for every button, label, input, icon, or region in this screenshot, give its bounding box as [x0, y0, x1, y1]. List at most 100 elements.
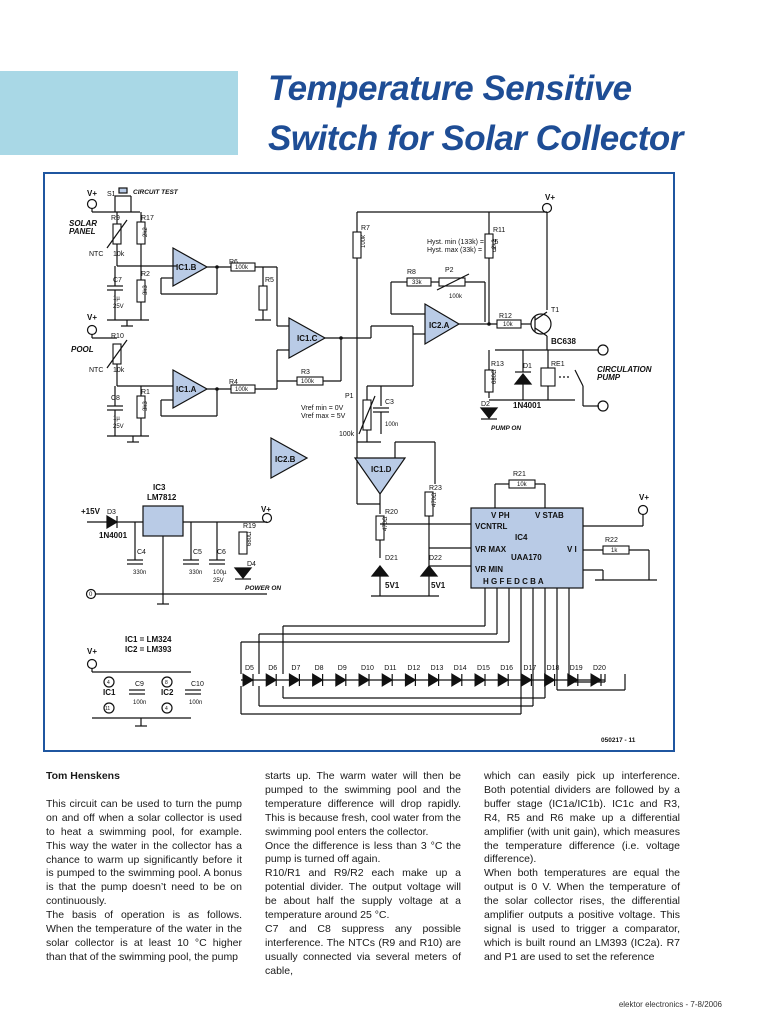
- zener-d21: [370, 565, 390, 577]
- author-name: Tom Henskens: [46, 770, 120, 782]
- label-ic1d: IC1.D: [371, 465, 392, 474]
- label-bc638: BC638: [551, 337, 576, 346]
- switch-s1: [118, 187, 128, 194]
- label-power-on: POWER ON: [245, 585, 281, 592]
- value-d21: 5V1: [385, 581, 400, 590]
- pump-terminal-1: [597, 344, 609, 356]
- label-vrmax: VR MAX: [475, 545, 507, 554]
- value-d22: 5V1: [431, 581, 446, 590]
- col2-para-1: starts up. The warm water will then be p…: [265, 770, 461, 838]
- resistor-r5: [258, 285, 268, 311]
- label-r3: R3: [301, 369, 310, 376]
- label-hyst-max: Hyst. max (33k) = 1V5: [427, 247, 497, 254]
- label-r19: R19: [243, 523, 256, 530]
- label-vplus-6: V+: [87, 647, 97, 656]
- resistor-r7: [352, 231, 362, 259]
- label-d1: D1: [523, 363, 532, 370]
- label-r13: R13: [491, 361, 504, 368]
- led-d11: [381, 673, 394, 687]
- label-led-d14: D14: [454, 665, 467, 672]
- label-led-d16: D16: [500, 665, 513, 672]
- led-d12: [404, 673, 417, 687]
- label-ic3: IC3: [153, 483, 166, 492]
- label-r7: R7: [361, 225, 370, 232]
- label-vcntrl: VCNTRL: [475, 522, 508, 531]
- label-pump: PUMP: [597, 373, 621, 382]
- label-led-d10: D10: [361, 665, 374, 672]
- value-r19: 680Ω: [247, 531, 253, 546]
- label-vph: V PH: [491, 511, 510, 520]
- accent-bar: [0, 71, 238, 155]
- col1-para-2: The basis of operation is as follows. Wh…: [46, 909, 242, 963]
- pump-terminal-2: [597, 400, 609, 412]
- led-d4: [233, 567, 253, 579]
- label-c3: C3: [385, 399, 394, 406]
- ic4-uaa170: [470, 507, 584, 589]
- regulator-ic3: [142, 505, 184, 537]
- led-d5: [242, 673, 254, 687]
- label-ic1-supply: IC1: [103, 688, 116, 697]
- page-footer: elektor electronics - 7-8/2006: [618, 1000, 722, 1009]
- label-r23: R23: [429, 485, 442, 492]
- value-r21: 10k: [517, 482, 528, 488]
- value-c3: 100n: [385, 422, 398, 428]
- label-pins-hg: H G F E D C B A: [483, 577, 544, 586]
- value-c8: 1µ: [113, 416, 120, 422]
- value-c7-v: 25V: [113, 304, 124, 310]
- label-ic2-eq: IC2 = LM393: [125, 645, 172, 654]
- label-p2: P2: [445, 267, 454, 274]
- value-r12: 10k: [503, 322, 514, 328]
- label-r17: R17: [141, 215, 154, 222]
- value-r4: 100k: [235, 387, 249, 393]
- value-c5: 330n: [189, 570, 202, 576]
- comparator-ic2b: [270, 436, 309, 480]
- label-uaa170: UAA170: [511, 553, 542, 562]
- led-d14: [451, 673, 463, 687]
- resistor-r19: [238, 531, 248, 555]
- value-c8-v: 25V: [113, 424, 124, 430]
- value-p1: 100k: [339, 431, 355, 438]
- label-circuit-test: CIRCUIT TEST: [133, 189, 179, 196]
- svg-text:4: 4: [107, 680, 110, 686]
- svg-text:4: 4: [165, 706, 168, 712]
- value-p2: 100k: [449, 294, 463, 300]
- value-c7: 1µ: [113, 296, 120, 302]
- label-r21: R21: [513, 471, 526, 478]
- label-circulation: CIRCULATION: [597, 365, 652, 374]
- value-c6-v: 25V: [213, 578, 224, 584]
- label-10k-1: 10k: [113, 251, 125, 258]
- value-c10: 100n: [189, 700, 202, 706]
- article-column-1: Tom Henskens This circuit can be used to…: [46, 770, 242, 965]
- value-c6: 100µ: [213, 570, 227, 576]
- label-t1: T1: [551, 307, 559, 314]
- label-pump-on: PUMP ON: [491, 425, 521, 432]
- label-ic1a: IC1.A: [176, 385, 197, 394]
- label-r9: R9: [111, 215, 120, 222]
- vplus-terminal: [86, 198, 98, 210]
- value-r11: 2k2: [492, 239, 498, 249]
- value-r1: 3k3: [143, 401, 149, 411]
- label-led-d12: D12: [407, 665, 420, 672]
- label-ic1c: IC1.C: [297, 334, 318, 343]
- value-c9: 100n: [133, 700, 146, 706]
- label-ntc-1: NTC: [89, 251, 103, 258]
- value-r6: 100k: [235, 265, 249, 271]
- led-d16: [497, 673, 510, 687]
- label-d22: D22: [429, 555, 442, 562]
- label-ic2b: IC2.B: [275, 455, 296, 464]
- label-r5: R5: [265, 277, 274, 284]
- figure-number: 050217 - 11: [601, 737, 636, 744]
- label-vi: V I: [567, 545, 577, 554]
- label-15v: +15V: [81, 507, 101, 516]
- led-d15: [474, 673, 486, 687]
- label-led-d19: D19: [570, 665, 583, 672]
- label-ntc-2: NTC: [89, 367, 103, 374]
- label-led-d7: D7: [291, 665, 300, 672]
- led-d7: [288, 673, 301, 687]
- label-ic2-supply: IC2: [161, 688, 174, 697]
- label-s1: S1: [107, 191, 116, 198]
- led-d9: [335, 673, 347, 687]
- label-r1: R1: [141, 389, 150, 396]
- label-1n4001-d1: 1N4001: [513, 401, 542, 410]
- diode-d1: [513, 373, 533, 385]
